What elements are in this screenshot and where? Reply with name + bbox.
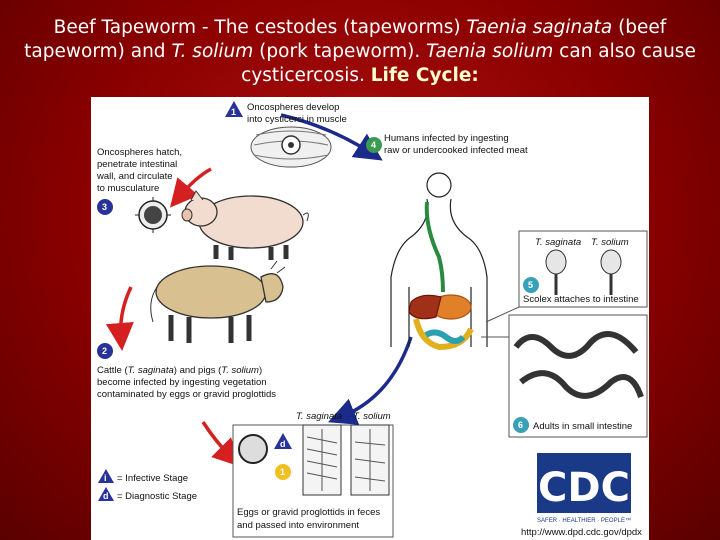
legend-infective-icon [98, 469, 114, 483]
human-figure [390, 172, 488, 351]
stage-3-line2: penetrate intestinal [97, 159, 177, 170]
title-italic-2: T. solium [171, 41, 254, 62]
adult-worm-1 [513, 331, 639, 359]
stage-5-species-2: T. solium [591, 237, 629, 248]
life-cycle-svg: 1 Oncospheres develop into cysticerci in… [96, 101, 648, 538]
cow-illustration [150, 260, 286, 343]
stage-3-line1: Oncospheres hatch, [97, 147, 182, 158]
intestine-yellow [413, 318, 474, 351]
stage-6-label: Adults in small intestine [533, 421, 632, 432]
stage-2-line1: Cattle (T. saginata) and pigs (T. solium… [97, 365, 262, 376]
arrow-red-top [169, 167, 212, 208]
stage-4-number: 4 [371, 140, 376, 150]
slide-title: Beef Tapeworm - The cestodes (tapeworms)… [20, 16, 700, 88]
arrow-blue-bottom [328, 336, 413, 425]
eggs-line2: and passed into environment [237, 520, 359, 531]
eggs-number: 1 [280, 467, 285, 477]
stage-3-line4: to musculature [97, 183, 159, 194]
liver [408, 294, 442, 320]
cdc-tagline: SAFER · HEALTHIER · PEOPLE™ [537, 517, 631, 524]
arrow-red-bottom [201, 421, 241, 467]
badge-2 [97, 343, 113, 359]
stage-2: 2 Cattle (T. saginata) and pigs (T. soli… [97, 343, 276, 400]
muscle-cyst-illustration [250, 126, 332, 168]
stage-1-line1: Oncospheres develop [247, 102, 339, 113]
stage-2-line2: become infected by ingesting vegetation [97, 377, 267, 388]
legend-diagnostic-letter: d [103, 491, 109, 501]
pig-illustration [181, 190, 309, 260]
stage-4-line2: raw or undercooked infected meat [384, 145, 528, 156]
title-italic-3: Taenia solium [426, 41, 554, 62]
stage-5-panel: T. saginata T. solium 5 Scolex attaches … [485, 230, 648, 323]
egg-illustration [238, 434, 268, 464]
stage-5-number: 5 [528, 280, 533, 290]
title-text-3: (pork tapeworm). [253, 41, 427, 62]
diagnostic-badge [274, 433, 292, 449]
stage-4-line1: Humans infected by ingesting [384, 133, 509, 144]
eggs-species-2: T. solium [353, 411, 391, 422]
legend-diagnostic-icon [98, 487, 114, 501]
cdc-url: http://www.dpd.cdc.gov/dpdx [521, 527, 642, 538]
legend-infective-text: = Infective Stage [117, 473, 188, 484]
badge-6 [513, 417, 529, 433]
stage-3: Oncospheres hatch, penetrate intestinal … [96, 147, 182, 233]
oncosphere-illustration [135, 197, 171, 233]
esophagus [424, 201, 445, 293]
stage-1-line2: into cysticerci in muscle [247, 114, 347, 125]
legend-diagnostic-text: = Diagnostic Stage [117, 491, 197, 502]
stage-2-number: 2 [102, 346, 107, 356]
stage-2-line3: contaminated by eggs or gravid proglotti… [97, 389, 276, 400]
life-cycle-diagram: 1 Oncospheres develop into cysticerci in… [91, 97, 649, 540]
stage-1-number: 1 [231, 107, 236, 117]
legend-infective-letter: i [104, 473, 107, 483]
badge-eggs [275, 464, 291, 480]
eggs-panel: T. saginata T. solium d 1 Eggs or gravid… [232, 411, 394, 538]
stage-3-number: 3 [102, 202, 107, 212]
adult-worm-2 [519, 370, 644, 399]
eggs-line1: Eggs or gravid proglottids in feces [237, 507, 380, 518]
intestine-teal [424, 329, 466, 344]
stage-4: 4 Humans infected by ingesting raw or un… [366, 133, 528, 156]
arrow-blue-top [280, 113, 383, 161]
title-text-4: can also cause cysticercosis. [241, 41, 696, 86]
badge-5 [523, 277, 539, 293]
stage-6-number: 6 [518, 420, 523, 430]
title-bold-life-cycle: Life Cycle: [370, 65, 479, 86]
stage-1-top: 1 Oncospheres develop into cysticerci in… [225, 101, 347, 168]
diagnostic-badge-letter: d [280, 439, 286, 449]
infective-badge-1 [225, 101, 243, 117]
stage-5-species-1: T. saginata [535, 237, 581, 248]
legend: i = Infective Stage d = Diagnostic Stage [98, 469, 197, 502]
cdc-logo-text: CDC [538, 465, 630, 511]
arrow-red-left [105, 286, 134, 351]
stage-5-label: Scolex attaches to intestine [523, 294, 639, 305]
title-italic-1: Taenia saginata [466, 17, 613, 38]
title-text-2: (beef tapeworm) and [24, 17, 667, 62]
badge-3 [97, 199, 113, 215]
stage-3-line3: wall, and circulate [96, 171, 173, 182]
badge-4 [366, 137, 382, 153]
eggs-species-1: T. saginata [296, 411, 342, 422]
stage-6-panel: 6 Adults in small intestine [481, 314, 648, 438]
title-text-1: Beef Tapeworm - The cestodes (tapeworms) [53, 17, 467, 38]
cdc-logo: CDC SAFER · HEALTHIER · PEOPLE™ [537, 453, 631, 524]
